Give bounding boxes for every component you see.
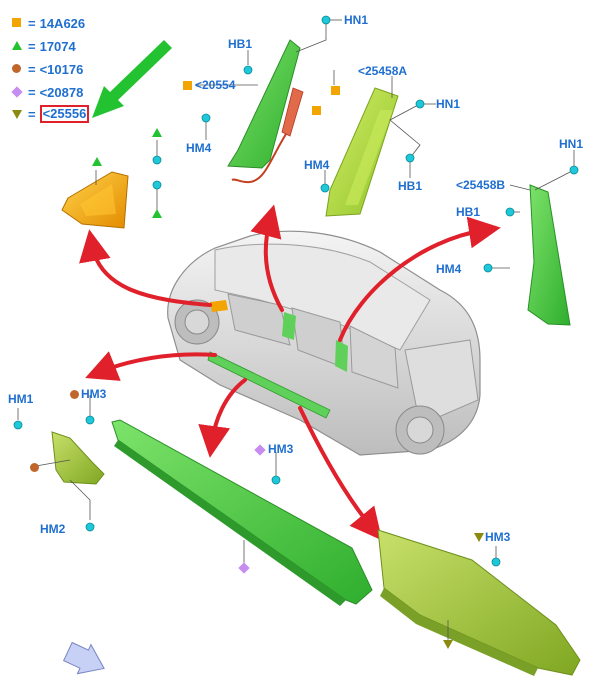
clip-fasteners: [13, 15, 579, 567]
brown-circle-icon: [30, 463, 39, 472]
olive-triangle-down-icon: [474, 533, 484, 542]
clip-hm4-right: [483, 263, 493, 273]
rear-pillar-trim: [527, 184, 571, 326]
label-hm2[interactable]: HM2: [40, 522, 66, 536]
arrow-to-rear-moulding: [298, 406, 383, 541]
clip-hn1-mid: [415, 99, 425, 109]
label-hm3-center[interactable]: HM3: [268, 442, 294, 456]
brown-circle-icon: [10, 62, 24, 76]
clip-hm3-right: [491, 557, 501, 567]
arrow-to-front-pillar: [250, 204, 284, 312]
purple-diamond-icon: [10, 85, 24, 99]
legend-code-10176: <10176: [39, 61, 84, 77]
view-direction-arrow: [62, 641, 105, 675]
label-25458a[interactable]: <25458A: [358, 64, 408, 78]
label-hm3-left[interactable]: HM3: [81, 387, 107, 401]
clip-hm3-center: [271, 475, 281, 485]
legend-equals: =: [28, 15, 36, 31]
green-indicator-arrow: [92, 40, 172, 118]
label-25458b[interactable]: <25458B: [456, 178, 506, 192]
label-hm4-right[interactable]: HM4: [436, 262, 462, 276]
arrow-to-bracket: [85, 351, 217, 381]
clip-hm4-mid: [320, 183, 330, 193]
legend-row-green-triangle: = 17074: [10, 37, 76, 55]
clip-hm2: [85, 522, 95, 532]
vehicle-body: [167, 230, 481, 456]
orange-square-icon: [183, 81, 192, 90]
label-hm1[interactable]: HM1: [8, 392, 34, 406]
clip-hn1-right: [569, 165, 579, 175]
green-triangle-icon: [10, 39, 24, 53]
clip-hb1-right: [505, 207, 515, 217]
label-hn1-top[interactable]: HN1: [344, 13, 369, 27]
legend-equals: =: [28, 106, 36, 122]
front-pillar-trim: [227, 39, 301, 169]
legend-equals: =: [28, 84, 36, 100]
label-20554[interactable]: <20554: [195, 78, 236, 92]
arrow-to-mirror-trim: [79, 229, 212, 307]
olive-triangle-down-icon: [10, 107, 24, 121]
legend-row-olive-triangle: = <25556: [10, 105, 90, 123]
clip-mirror-bottom: [152, 180, 162, 190]
orange-square-icon: [312, 106, 321, 115]
arrow-to-rear-pillar: [338, 216, 501, 342]
rocker-moulding: [111, 419, 373, 606]
label-hn1-right[interactable]: HN1: [559, 137, 584, 151]
legend-code-14a626: 14A626: [39, 15, 86, 31]
orange-square-icon: [331, 86, 340, 95]
legend-code-20878: <20878: [39, 84, 84, 100]
clip-hm4-left: [201, 113, 211, 123]
mirror-sail-trim: [61, 171, 129, 229]
orange-square-icon: [10, 16, 24, 30]
clip-hm3-left: [85, 415, 95, 425]
legend-code-17074: 17074: [39, 38, 76, 54]
clip-hn1-top: [321, 15, 331, 25]
green-triangle-icon: [152, 128, 162, 137]
rear-quarter-moulding: [377, 529, 581, 676]
arrow-to-rocker: [198, 378, 247, 458]
label-hn1-mid[interactable]: HN1: [436, 97, 461, 111]
label-hb1-right[interactable]: HB1: [456, 205, 481, 219]
rocker-end-bracket: [51, 431, 105, 485]
legend-row-brown-circle: = <10176: [10, 60, 83, 78]
legend-row-purple-diamond: = <20878: [10, 83, 83, 101]
clip-hb1-mid: [405, 153, 415, 163]
wiring-harness: [231, 91, 299, 184]
clip-mirror-top: [152, 155, 162, 165]
red-callout-arrows: [79, 204, 501, 541]
brown-circle-icon: [70, 390, 79, 399]
legend-equals: =: [28, 61, 36, 77]
green-triangle-icon: [92, 157, 102, 166]
legend-row-orange-square: = 14A626: [10, 14, 85, 32]
harness-connector: [281, 87, 304, 137]
center-pillar-trim: [325, 87, 399, 217]
label-hm4-left[interactable]: HM4: [186, 141, 212, 155]
label-hm3-right[interactable]: HM3: [485, 530, 511, 544]
label-hb1-top[interactable]: HB1: [228, 37, 253, 51]
legend-equals: =: [28, 38, 36, 54]
clip-hb1-top: [243, 65, 253, 75]
label-hm4-mid[interactable]: HM4: [304, 158, 330, 172]
legend-code-25556-highlighted[interactable]: <25556: [39, 105, 90, 123]
green-triangle-icon: [152, 209, 162, 218]
olive-triangle-down-icon: [443, 640, 453, 649]
label-hb1-mid[interactable]: HB1: [398, 179, 423, 193]
clip-hm1: [13, 420, 23, 430]
